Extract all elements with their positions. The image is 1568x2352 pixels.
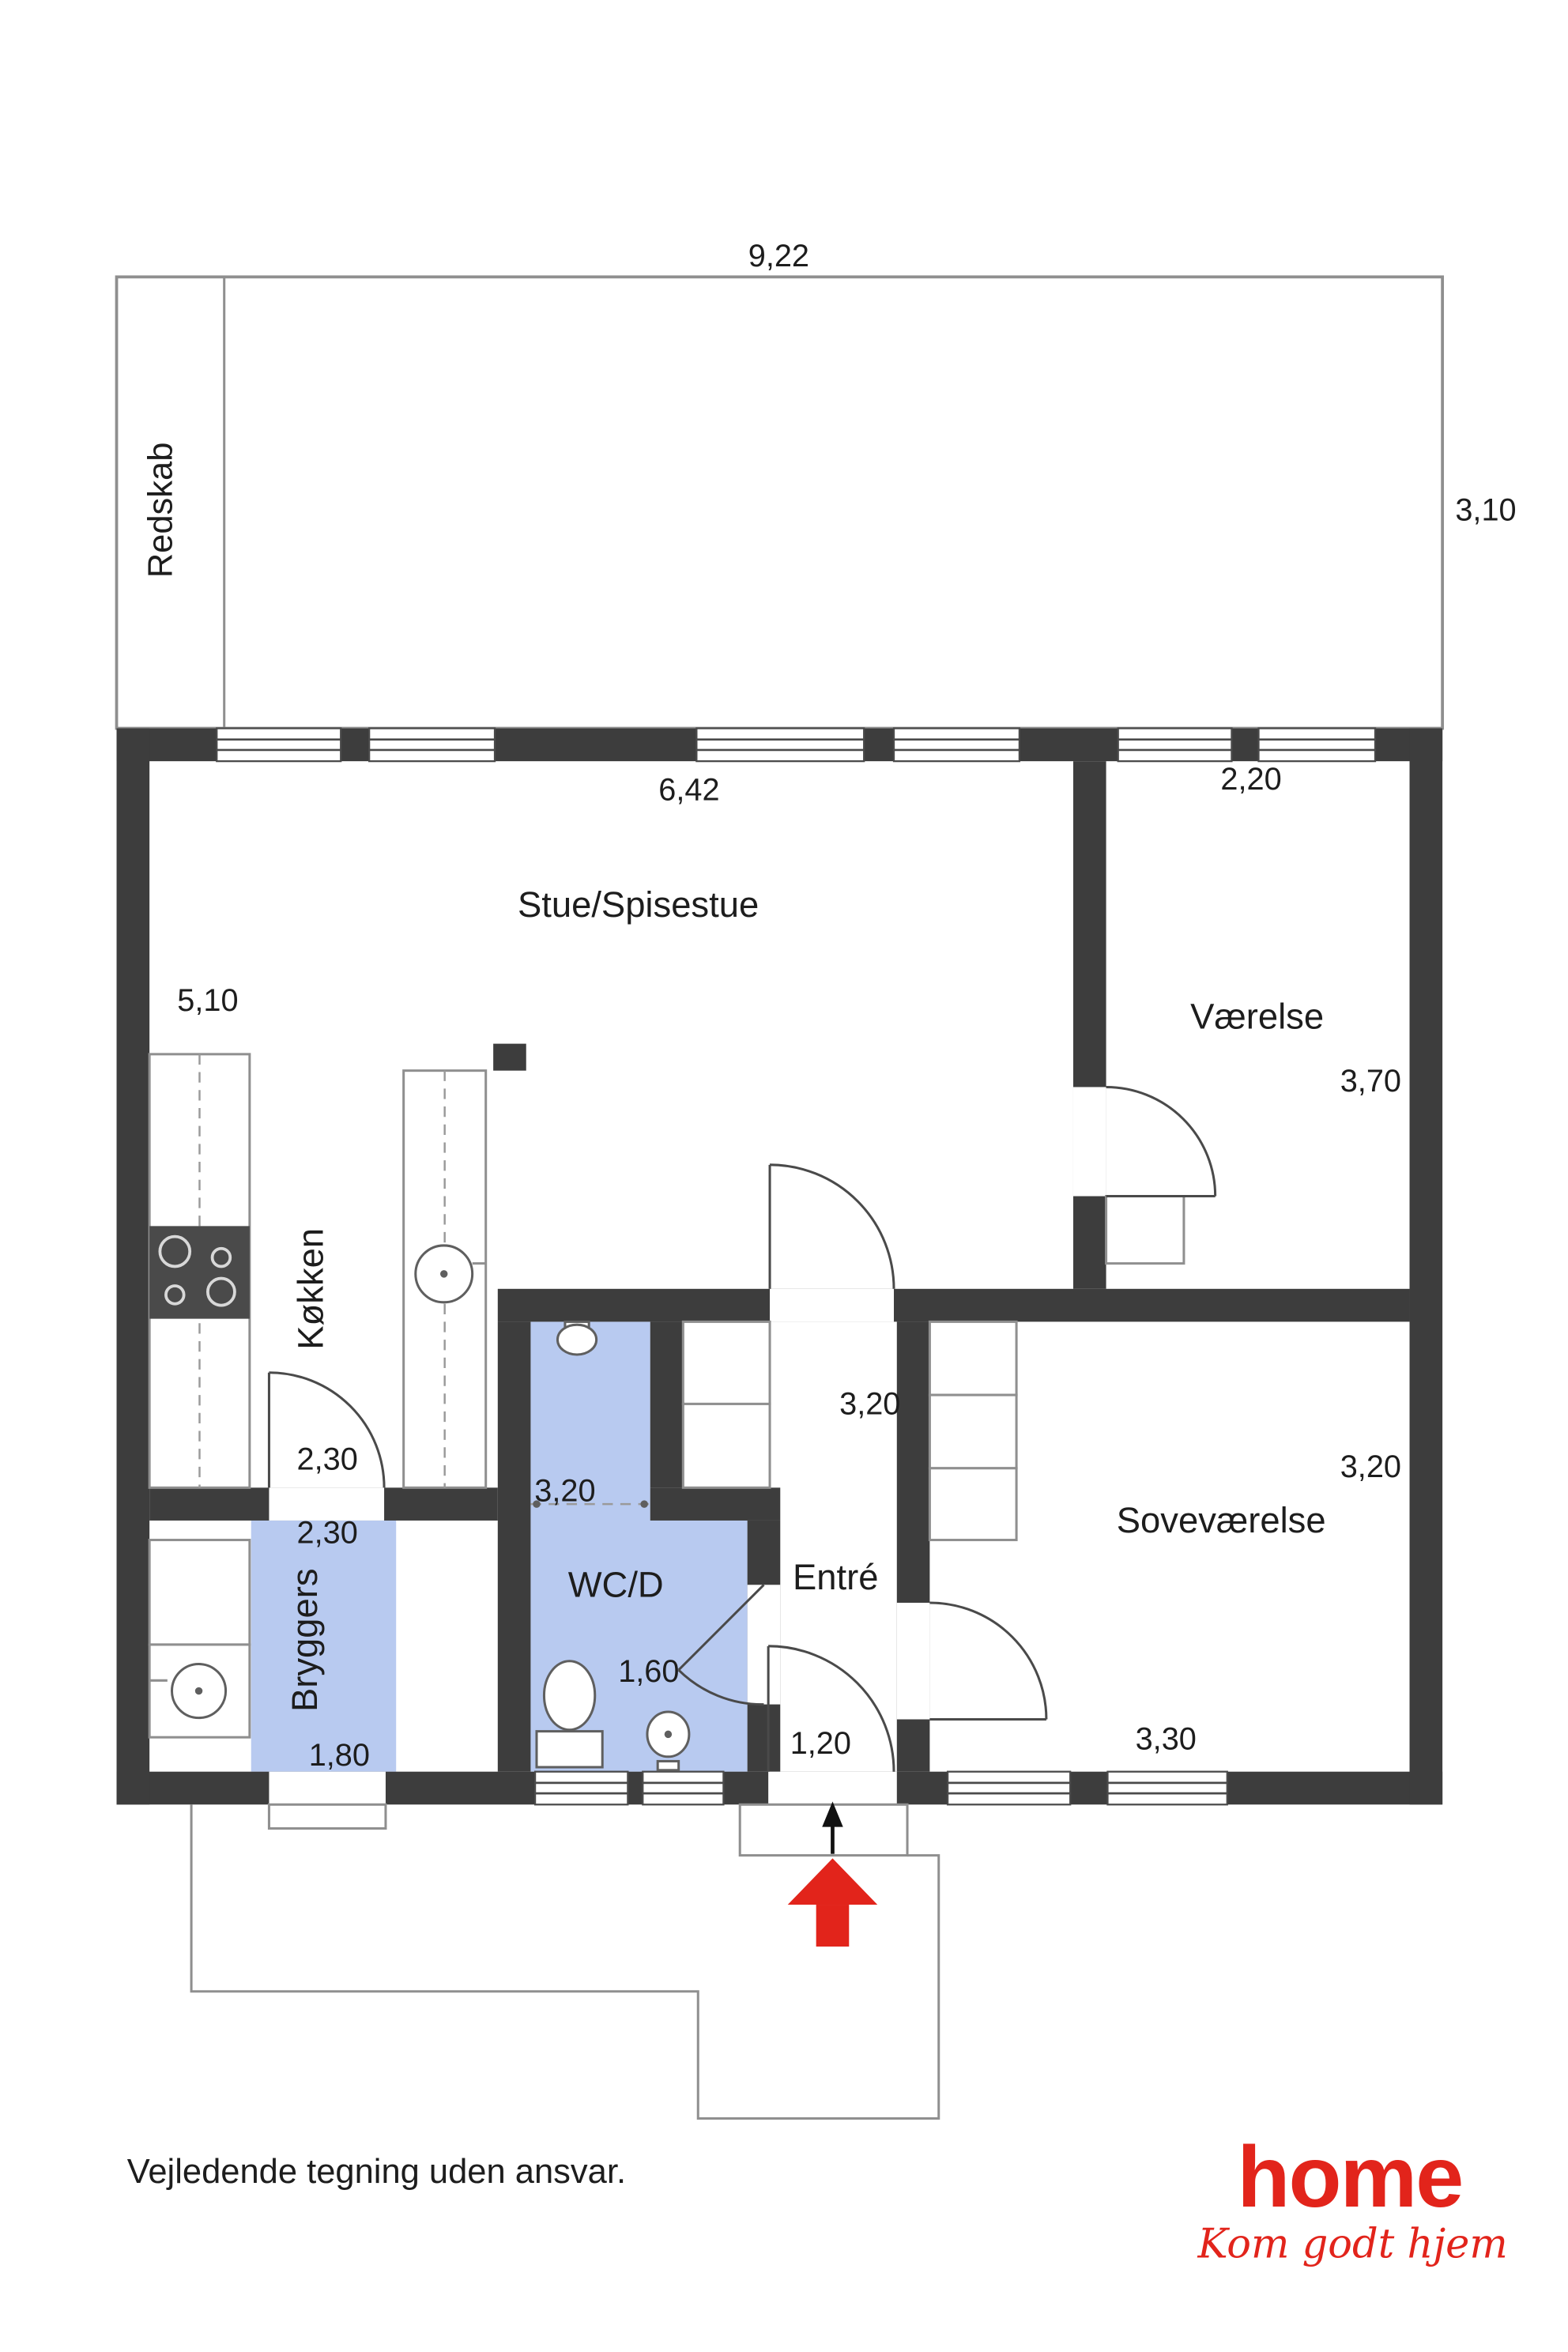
dim-bryggers-width: 2,30 [297, 1515, 358, 1550]
dim-total-width: 9,22 [748, 239, 809, 273]
dim-outbuilding-depth: 3,10 [1455, 493, 1516, 528]
dim-koekken-width: 2,30 [297, 1442, 358, 1477]
window [533, 1770, 629, 1806]
doors [267, 1085, 1217, 1772]
door-swing-front-door [767, 1645, 895, 1772]
dim-stue-width: 6,42 [658, 772, 719, 807]
wardrobes [681, 1195, 1185, 1542]
dimension-labels: 9,22 3,10 6,42 2,20 5,10 3,70 2,30 2,30 … [177, 239, 1516, 1773]
door-swing-bryggers [267, 1371, 386, 1488]
room-label-bryggers: Bryggers [285, 1568, 325, 1712]
entry-direction-icon [822, 1801, 843, 1854]
room-label-koekken: Køkken [291, 1228, 331, 1350]
room-label-stue: Stue/Spisestue [518, 884, 759, 925]
room-label-redskab: Redskab [142, 443, 180, 579]
door-swing-sovevaerelse [929, 1601, 1048, 1721]
dim-bryggers-inner-width: 1,80 [309, 1738, 370, 1773]
door-openings [269, 1087, 1106, 1805]
entre-wardrobe [681, 1320, 771, 1405]
bryggers-floor [251, 1520, 397, 1772]
door-swing-stue-entre [768, 1163, 895, 1289]
window [216, 727, 342, 763]
vaerelse-closet [1105, 1195, 1185, 1265]
wall-left [116, 728, 150, 1805]
dim-vaerelse-depth: 3,70 [1340, 1064, 1401, 1099]
dim-entre-depth: 3,20 [839, 1387, 900, 1422]
dim-sovevaerelse-depth: 3,20 [1340, 1449, 1401, 1484]
dim-sovevaerelse-width: 3,30 [1136, 1721, 1197, 1756]
window [892, 727, 1021, 763]
dim-vaerelse-width: 2,20 [1220, 762, 1281, 797]
door-swing-wcd [677, 1584, 765, 1706]
sovevaerelse-wardrobe [928, 1467, 1018, 1542]
entre-wardrobe [681, 1402, 771, 1489]
entrance-step [738, 1803, 909, 1857]
brand-logo: home [1237, 2129, 1462, 2226]
window [368, 727, 496, 763]
sovevaerelse-wardrobe [928, 1320, 1018, 1396]
room-label-vaerelse: Værelse [1190, 997, 1324, 1037]
wcd-sink-icon [556, 1323, 598, 1356]
dim-wcd-width: 1,60 [618, 1654, 679, 1689]
wall-stub-koekken [493, 1043, 526, 1071]
window [1106, 1770, 1228, 1806]
bryggers-step [267, 1803, 387, 1830]
brand-tagline: Kom godt hjem [1197, 2221, 1508, 2267]
toilet-tank [535, 1730, 604, 1769]
wall-wcd-step [650, 1487, 781, 1521]
wall-wcd-left [497, 1321, 531, 1772]
entrance-arrows [787, 1801, 878, 1947]
room-label-entre: Entré [793, 1557, 878, 1597]
room-label-wcd: WC/D [568, 1564, 664, 1604]
terrace-outline [190, 1804, 940, 2120]
kitchen-fixtures [148, 1053, 488, 1739]
wall-stue-vaerelse [1072, 761, 1106, 1289]
window [695, 727, 865, 763]
room-labels: Redskab Stue/Spisestue Værelse Køkken WC… [142, 443, 1326, 1712]
dim-stue-depth: 5,10 [177, 983, 238, 1018]
wet-room-fills [251, 1321, 748, 1772]
wcd-floor [530, 1321, 748, 1772]
door-swing-vaerelse [1106, 1085, 1217, 1198]
disclaimer-text: Vejledende tegning uden ansvar. [127, 2153, 626, 2191]
toilet-icon [542, 1660, 597, 1732]
dim-entre-door-width: 1,20 [790, 1726, 851, 1761]
footer: Vejledende tegning uden ansvar. home Kom… [127, 2129, 1508, 2267]
window [946, 1770, 1072, 1806]
stove-icon [149, 1226, 250, 1319]
dim-wcd-depth: 3,20 [534, 1473, 595, 1508]
wall-middle-horizontal [497, 1288, 1410, 1322]
bryggers-counter [148, 1539, 251, 1646]
window [642, 1770, 725, 1806]
bathroom-fixtures [530, 1320, 691, 1772]
windows [216, 727, 1377, 1806]
outbuilding [115, 275, 1445, 730]
room-label-sovevaerelse: Soveværelse [1117, 1500, 1326, 1540]
window [1257, 727, 1377, 763]
sovevaerelse-wardrobe [928, 1393, 1018, 1470]
wall-wcd-upper-right [650, 1321, 684, 1488]
entrance-arrow-icon [787, 1858, 878, 1947]
wall-right [1409, 728, 1443, 1805]
terrace [190, 1803, 940, 2120]
window [1117, 727, 1233, 763]
